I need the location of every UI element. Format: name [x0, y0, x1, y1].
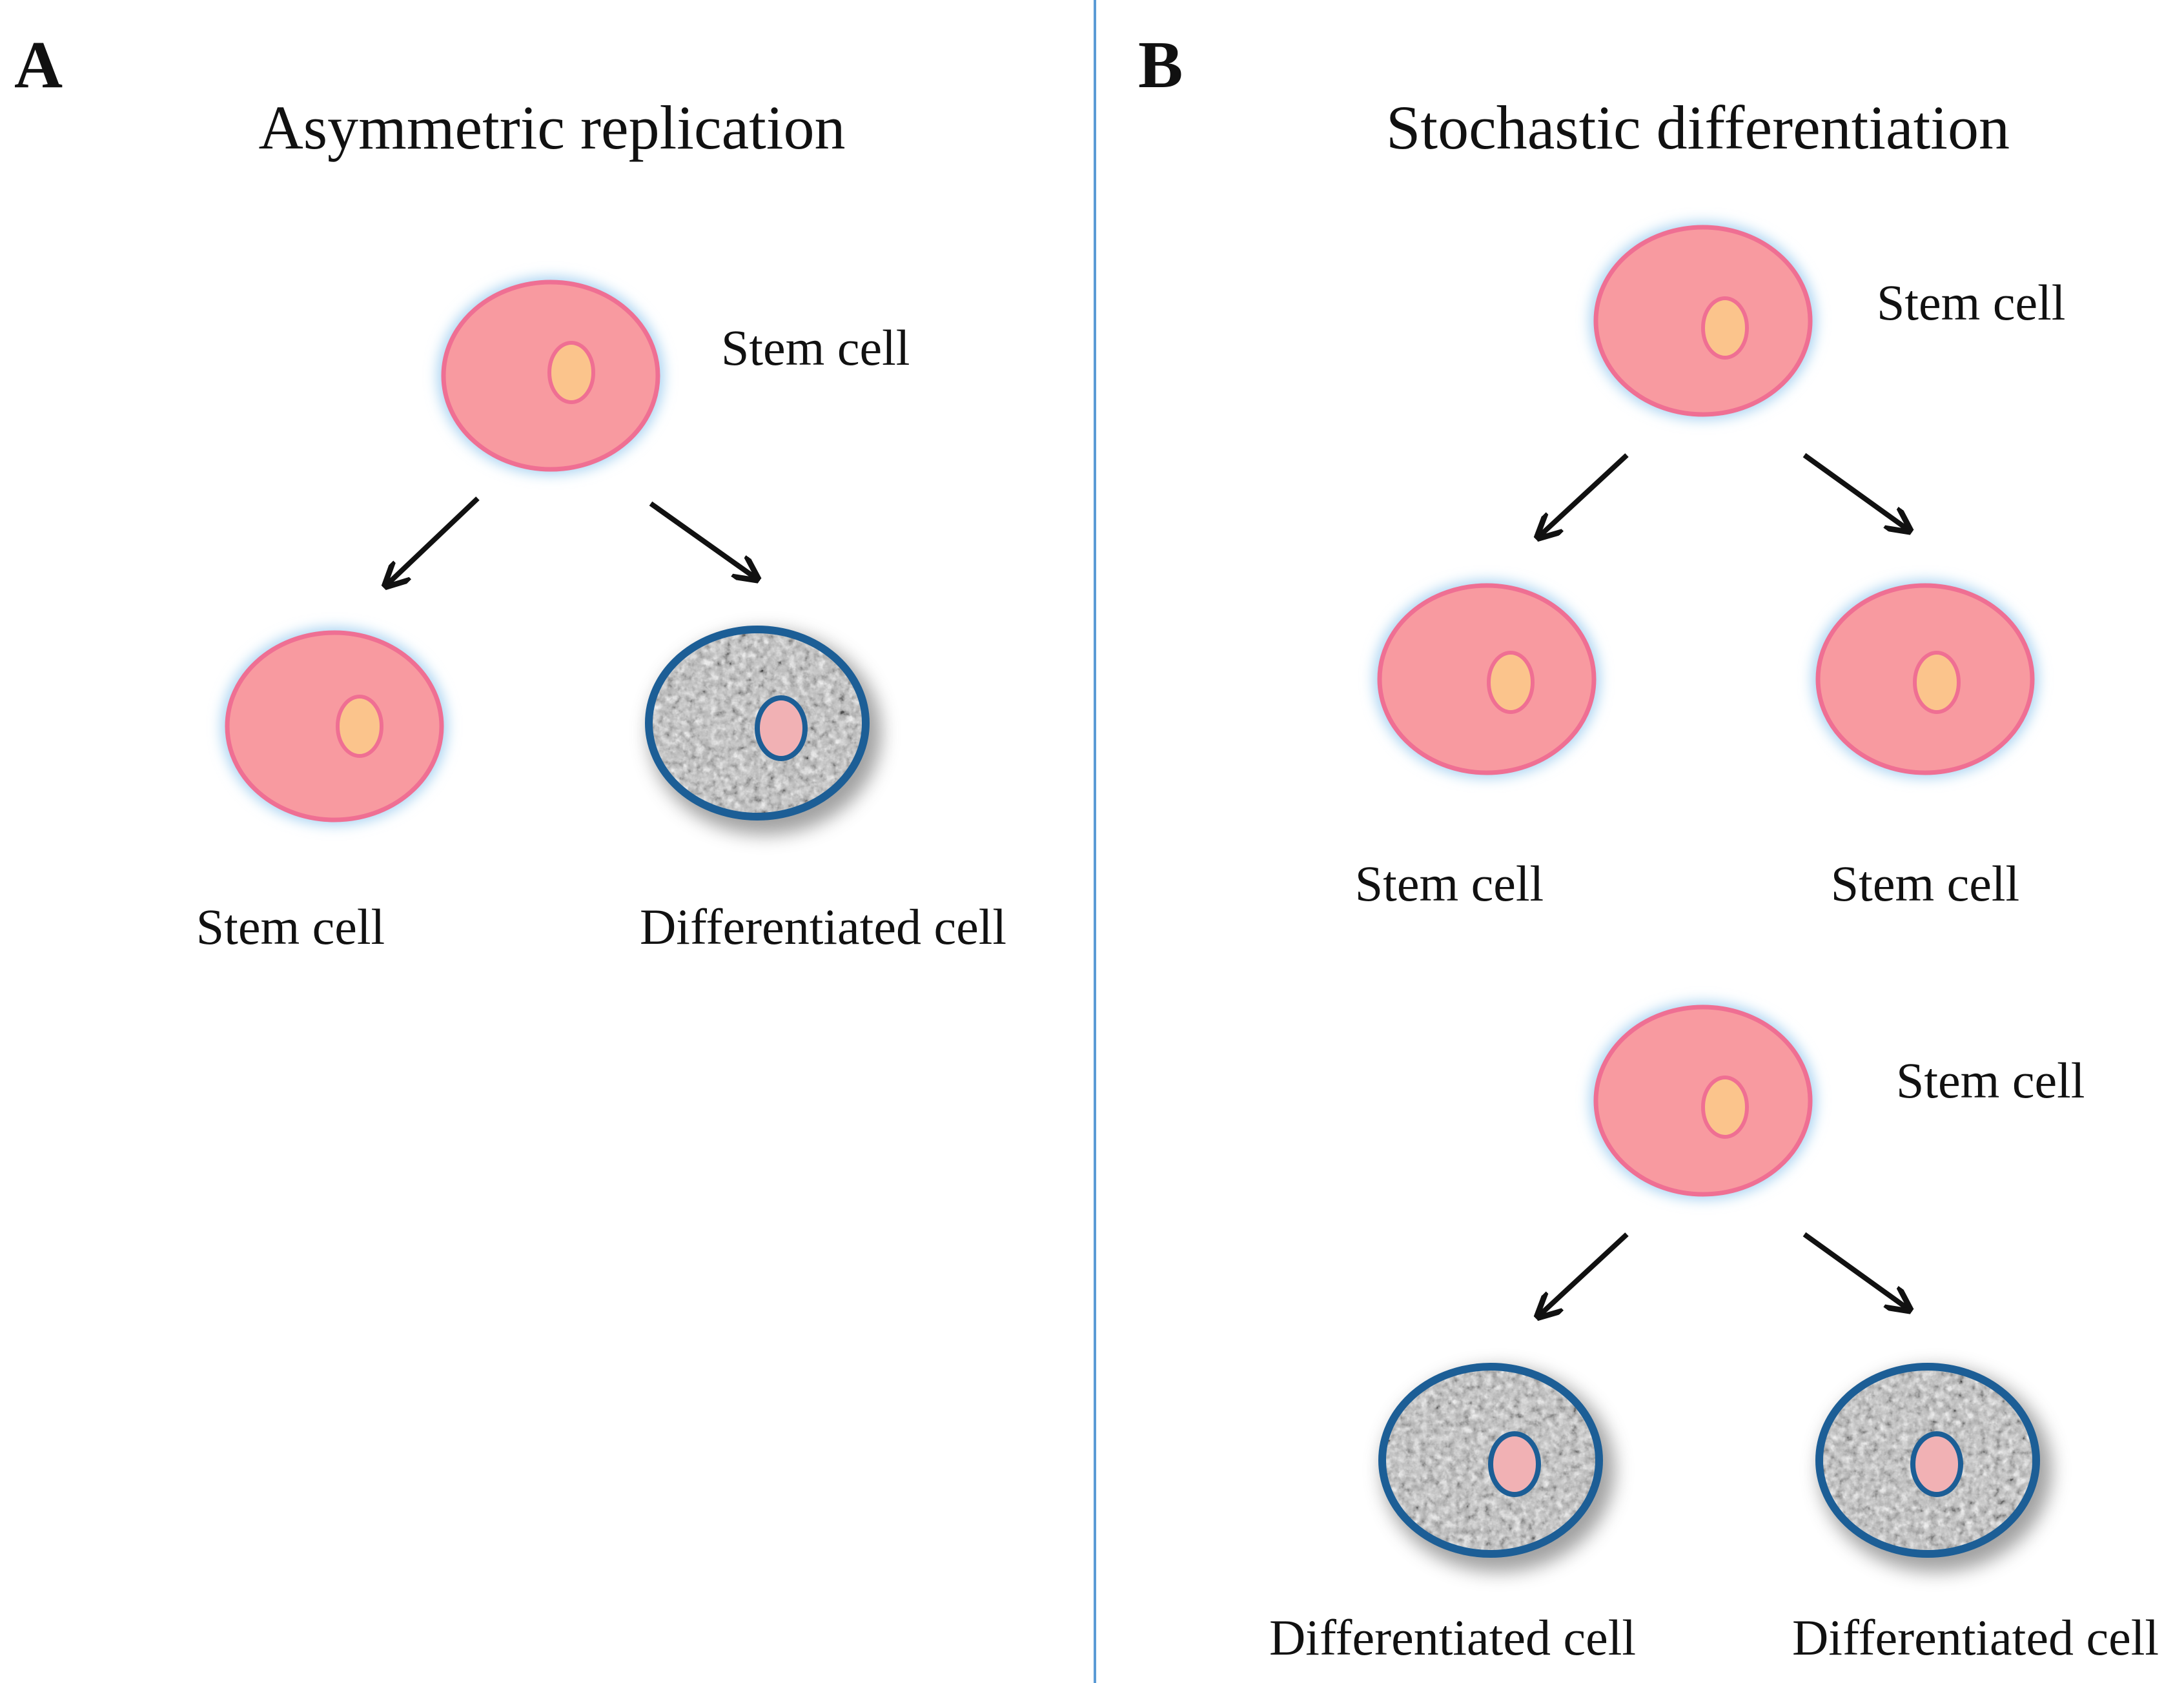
arrow-left [387, 496, 480, 584]
panel-b-letter: B [1138, 28, 1183, 102]
differentiated-cell [1378, 1363, 1615, 1572]
cell-label-differentiated: Differentiated cell [640, 899, 1006, 955]
cell-label-stem: Stem cell [1896, 1052, 2085, 1108]
stem-cell [1374, 580, 1600, 778]
cell-label-stem: Stem cell [721, 320, 910, 376]
arrow-left [1540, 1232, 1629, 1315]
panel-a-letter: A [14, 28, 63, 102]
cell-label-differentiated: Differentiated cell [1792, 1609, 2159, 1666]
cell-label-stem: Stem cell [1355, 855, 1544, 912]
cell-label-differentiated: Differentiated cell [1269, 1609, 1636, 1666]
arrow-right [649, 501, 755, 578]
differentiated-cell [1815, 1363, 2052, 1572]
stem-cell [438, 277, 664, 474]
stem-cell [221, 627, 447, 825]
stem-cell [1590, 1002, 1816, 1199]
panel-a: A Asymmetric replication Stem cell Stem … [14, 28, 1006, 955]
panel-b-title: Stochastic differentiation [1386, 93, 2010, 162]
cell-label-stem: Stem cell [196, 899, 385, 955]
panel-b: B Stochastic differentiation Stem cell S… [1138, 28, 2159, 1666]
cell-label-stem: Stem cell [1831, 855, 2019, 912]
differentiated-cell [645, 626, 881, 835]
stem-cell [1812, 580, 2038, 778]
panel-a-title: Asymmetric replication [258, 93, 845, 162]
arrow-right [1802, 453, 1908, 529]
cell-label-stem: Stem cell [1877, 274, 2065, 331]
arrow-left [1540, 453, 1629, 536]
stem-cell [1590, 222, 1816, 420]
arrow-right [1802, 1232, 1908, 1309]
